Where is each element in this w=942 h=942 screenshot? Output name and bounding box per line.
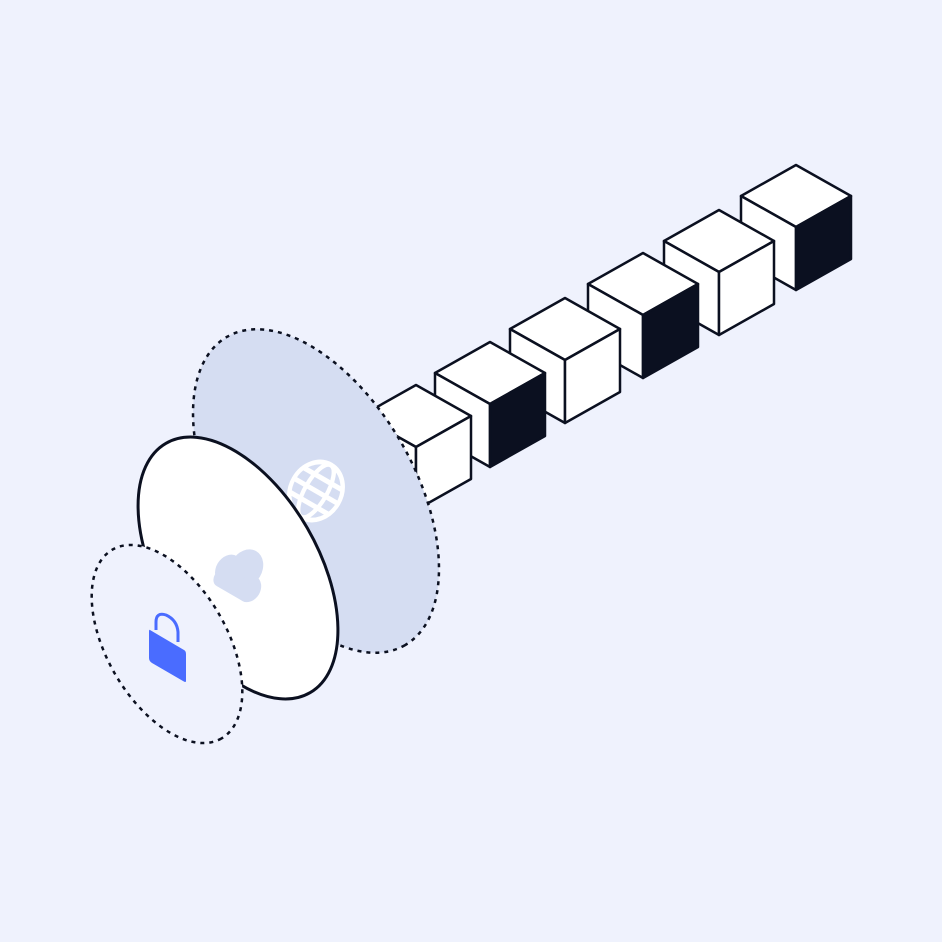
cube-right-face — [488, 371, 547, 469]
cube-right-face — [641, 282, 700, 380]
cube-right-face — [794, 194, 853, 292]
cube-right-face — [563, 327, 622, 425]
cube-right-face — [717, 239, 776, 337]
globe-icon — [287, 459, 345, 523]
cloud-icon — [213, 549, 264, 603]
cube — [739, 163, 853, 292]
cube — [508, 296, 622, 425]
lock-icon — [149, 612, 186, 682]
